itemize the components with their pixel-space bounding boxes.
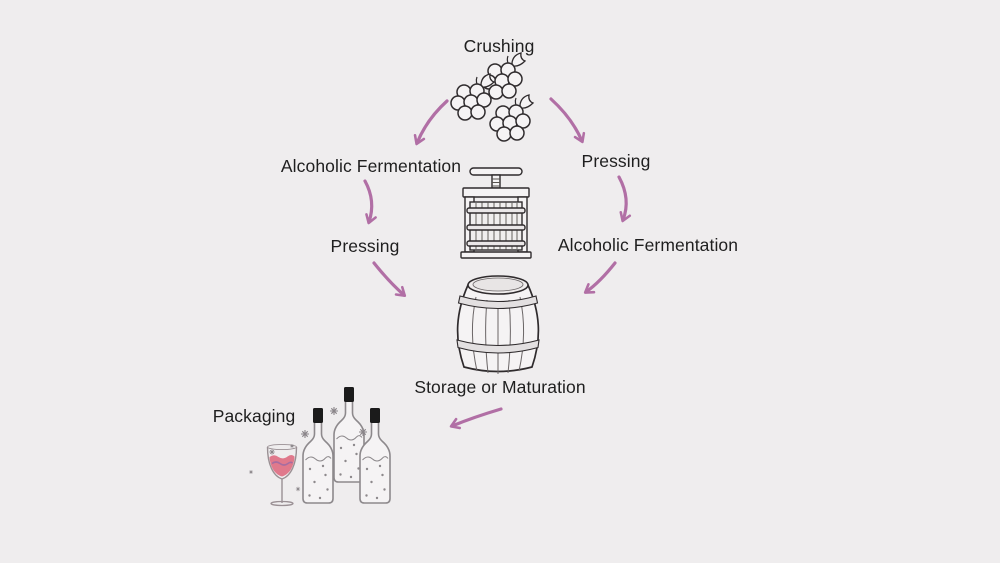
wine-press-icon bbox=[460, 167, 532, 259]
node-label-pressing-right: Pressing bbox=[581, 151, 651, 171]
arrow-right-fermentation-to-storage bbox=[583, 261, 617, 294]
arrow-left-fermentation-to-pressing bbox=[363, 179, 377, 225]
barrel-icon bbox=[456, 275, 540, 374]
node-label-fermentation-right: Alcoholic Fermentation bbox=[557, 235, 739, 255]
node-label-pressing-left: Pressing bbox=[330, 236, 400, 256]
arrow-storage-to-packaging bbox=[449, 407, 503, 430]
wine-bottle-icon bbox=[359, 407, 391, 504]
wine-glass-icon bbox=[266, 443, 298, 507]
arrow-right-pressing-to-fermentation bbox=[617, 175, 632, 223]
arrow-crushing-to-right-pressing bbox=[549, 97, 586, 144]
wine-bottle-icon bbox=[302, 407, 334, 504]
arrow-left-pressing-to-storage bbox=[372, 261, 407, 297]
node-label-fermentation-left: Alcoholic Fermentation bbox=[280, 156, 462, 176]
packaging-illustration bbox=[248, 386, 391, 507]
node-label-storage: Storage or Maturation bbox=[414, 377, 586, 397]
arrow-crushing-to-left-fermentation bbox=[413, 99, 449, 146]
node-label-packaging: Packaging bbox=[212, 406, 296, 426]
flow-arrows bbox=[363, 97, 632, 430]
node-label-crushing: Crushing bbox=[463, 36, 535, 56]
grapes-icon bbox=[450, 52, 534, 142]
